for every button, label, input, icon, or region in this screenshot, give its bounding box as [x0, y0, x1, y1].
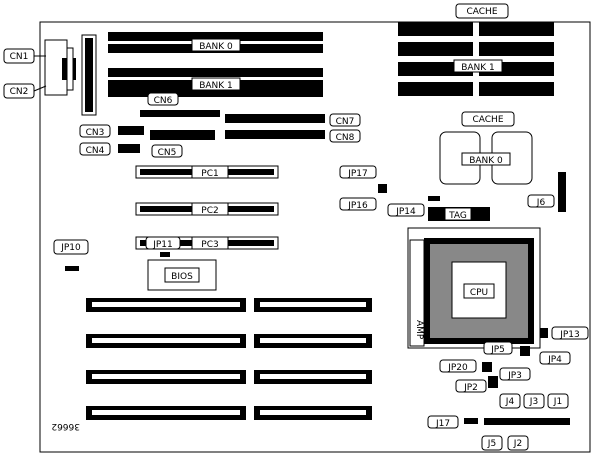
jp10-label: JP10 — [53, 239, 89, 255]
bank1-cache-text: BANK 1 — [461, 63, 495, 73]
cache-top-label: CACHE — [455, 3, 509, 19]
board-outline — [39, 21, 591, 453]
cn6-text: CN6 — [154, 96, 173, 106]
j5-label: J5 — [481, 435, 503, 451]
j3-text: J3 — [529, 397, 538, 407]
amp-text: AMP — [414, 320, 424, 340]
jp3-label: JP3 — [499, 367, 531, 381]
j4-text: J4 — [505, 397, 515, 407]
cn7-text: CN7 — [336, 117, 355, 127]
cn3-label: CN3 — [79, 124, 111, 138]
jp5-jumper — [520, 346, 530, 356]
jp10-jumper — [65, 266, 79, 271]
j6-label: J6 — [527, 194, 555, 208]
jp14-text: JP14 — [395, 207, 416, 217]
jp5-text: JP5 — [490, 345, 505, 355]
jp3-jumper — [488, 376, 498, 388]
jp11-text: JP11 — [152, 240, 173, 250]
cn8-label: CN8 — [329, 129, 361, 143]
jp20-label: JP20 — [439, 359, 477, 373]
pc2-text: PC2 — [201, 206, 218, 216]
jp14-jumper — [428, 196, 440, 201]
cn5-header — [150, 130, 215, 140]
jp11-label: JP11 — [145, 236, 181, 250]
cn4-text: CN4 — [86, 146, 105, 156]
cache-bank-1-chips: BANK 1 — [398, 22, 554, 96]
pc3-text: PC3 — [201, 240, 218, 250]
cn4-header — [118, 144, 140, 153]
isa-slots — [86, 298, 372, 420]
cache-mid-text: CACHE — [472, 115, 503, 125]
jp17-text: JP17 — [347, 169, 368, 179]
bank0-simm-text: BANK 0 — [199, 42, 233, 52]
jp13-text: JP13 — [559, 330, 580, 340]
jp3-text: JP3 — [507, 371, 522, 381]
cache-top-text: CACHE — [466, 7, 497, 17]
cn8-header — [225, 130, 325, 139]
bank0-cache-text: BANK 0 — [469, 156, 503, 166]
j1-label: J1 — [547, 393, 569, 409]
cn5-label: CN5 — [151, 144, 183, 158]
front-panel-header — [484, 418, 570, 425]
cn8-text: CN8 — [336, 133, 355, 143]
jp4-label: JP4 — [539, 351, 571, 365]
cn6-label: CN6 — [147, 92, 179, 106]
jp11-jumper — [160, 252, 170, 257]
cache-mid-label: CACHE — [461, 111, 515, 127]
pc1-text: PC1 — [201, 169, 218, 179]
jp2-text: JP2 — [463, 383, 478, 393]
jp13-label: JP13 — [551, 326, 589, 340]
j2-text: J2 — [513, 439, 522, 449]
cpu-text: CPU — [470, 288, 488, 298]
jp5-label: JP5 — [483, 341, 513, 355]
j3-label: J3 — [523, 393, 545, 409]
jp16-jumper — [378, 184, 387, 193]
bios-text: BIOS — [171, 272, 193, 282]
cn7-header — [225, 114, 325, 123]
cache-bank-0-chips: BANK 0 — [439, 131, 533, 185]
cn2-text: CN2 — [10, 87, 29, 97]
cn1-label: CN1 — [3, 48, 46, 64]
simm-bank-0: BANK 0 — [108, 32, 323, 53]
j6-header — [558, 172, 566, 212]
cn3-header — [118, 126, 144, 135]
jp4-text: JP4 — [547, 355, 562, 365]
cn1-cn2-connector — [44, 39, 76, 96]
jp10-text: JP10 — [60, 243, 81, 253]
cn5-text: CN5 — [158, 148, 177, 158]
simm-bank-1: BANK 1 — [108, 68, 323, 97]
j6-text: J6 — [536, 198, 546, 208]
j4-label: J4 — [499, 393, 521, 409]
j2-label: J2 — [507, 435, 529, 451]
jp17-label: JP17 — [339, 165, 377, 179]
j17-label: J17 — [427, 415, 459, 429]
bank1-simm-text: BANK 1 — [199, 81, 233, 91]
tag-chip: TAG — [428, 207, 490, 221]
j1-text: J1 — [553, 397, 562, 407]
pc3-slot: PC3 — [135, 236, 279, 250]
cn3-text: CN3 — [86, 128, 105, 138]
j17-jumper — [464, 418, 478, 424]
jp16-label: JP16 — [339, 197, 377, 211]
jp16-text: JP16 — [347, 201, 368, 211]
jp20-text: JP20 — [447, 363, 468, 373]
cn1-text: CN1 — [10, 52, 29, 62]
j17-text: J17 — [435, 419, 450, 429]
jp13-jumper — [540, 328, 548, 338]
cn6-header — [140, 110, 220, 117]
jp14-label: JP14 — [387, 203, 425, 217]
j5-text: J5 — [487, 439, 496, 449]
cn7-label: CN7 — [329, 113, 361, 127]
pc2-slot: PC2 — [135, 202, 279, 216]
pc1-slot: PC1 — [135, 165, 279, 179]
cn2-label: CN2 — [3, 83, 47, 99]
cpu-socket: CPU AMP — [407, 227, 541, 349]
figure-number: 36662 — [51, 421, 80, 431]
jp20-jumper — [482, 362, 492, 372]
bios-chip: BIOS — [147, 259, 217, 291]
tag-text: TAG — [448, 211, 467, 221]
jp2-label: JP2 — [455, 379, 487, 393]
cn4-label: CN4 — [79, 142, 111, 156]
